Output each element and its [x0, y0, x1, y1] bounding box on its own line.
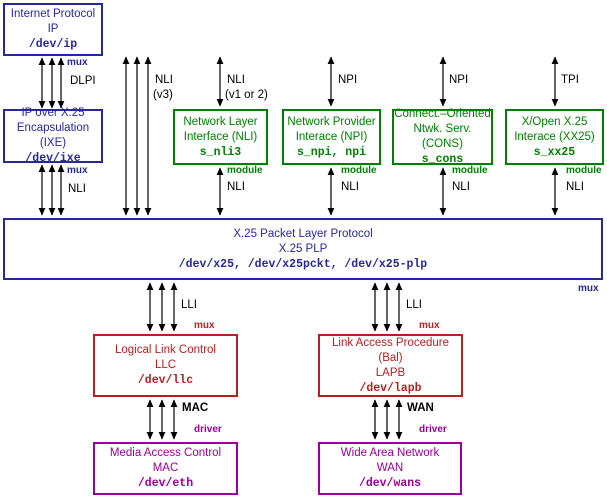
box-line: Network Provider — [287, 115, 376, 128]
label-module-nli: module — [227, 165, 263, 176]
label-module-npi: module — [341, 165, 377, 176]
label-lli-lapb: LLI — [406, 299, 422, 311]
box-device-path: s_nli3 — [199, 145, 242, 159]
label-nli-v12-version: (v1 or 2) — [225, 89, 268, 101]
label-mux-llc: mux — [194, 320, 215, 331]
box-line: Connect.–Oriented — [394, 108, 491, 120]
box-line: LLC — [154, 359, 177, 371]
box-xopen-x25-interface-xx25: X/Open X.25 Interace (XX25) s_xx25 — [505, 109, 604, 165]
box-line: X.25 PLP — [278, 242, 328, 255]
box-line: IP over X.25 — [21, 107, 85, 119]
arrow-llc-mac — [146, 399, 178, 440]
box-line: Media Access Control — [109, 447, 222, 459]
box-line: Link Access Procedure (Bal) — [332, 336, 449, 364]
box-device-path: /dev/lapb — [359, 381, 422, 395]
arrow-nli-v3-long — [122, 56, 152, 216]
arrow-ixe-plp — [38, 164, 65, 216]
label-mux-ixe-plp: mux — [67, 165, 88, 176]
label-nli-v3: NLI — [155, 74, 173, 86]
label-nli-v12: NLI — [227, 74, 245, 86]
box-media-access-control-mac: Media Access Control MAC /dev/eth — [93, 442, 238, 495]
arrow-lapb-wan — [371, 399, 403, 440]
box-line: Interace (XX25) — [514, 130, 595, 143]
box-connection-oriented-network-service-cons: Connect.–Oriented Ntwk. Serv. (CONS) s_c… — [392, 108, 493, 166]
label-nli-v3-version: (v3) — [153, 89, 173, 101]
box-logical-link-control-llc: Logical Link Control LLC /dev/llc — [93, 334, 238, 397]
label-nli-module: NLI — [227, 181, 245, 193]
box-line: Wide Area Network — [340, 447, 440, 459]
box-line: Interace (NPI) — [295, 130, 368, 143]
arrow-plp-llc — [146, 282, 178, 332]
box-internet-protocol: Internet Protocol IP /dev/ip — [3, 3, 103, 56]
box-line: Interface (NLI) — [183, 130, 258, 143]
label-npi-top: NPI — [338, 74, 358, 86]
label-module-cons: module — [452, 165, 488, 176]
box-line: Network Layer — [183, 115, 258, 128]
box-line: Logical Link Control — [114, 344, 216, 356]
label-wan-link: WAN — [407, 402, 434, 414]
box-device-path: /dev/wans — [358, 477, 422, 490]
box-device-path: s_npi, npi — [296, 145, 366, 159]
label-mux-plp: mux — [578, 283, 599, 294]
box-line: MAC — [152, 462, 179, 474]
box-device-path: s_cons — [421, 153, 464, 166]
box-network-layer-interface-nli: Network Layer Interface (NLI) s_nli3 — [173, 109, 268, 165]
box-line: Encapsulation (IXE) — [16, 122, 90, 149]
box-line: Internet Protocol — [10, 8, 96, 20]
label-driver-wan: driver — [419, 424, 447, 435]
label-npi-cons-top: NPI — [449, 74, 469, 86]
label-nli-module: NLI — [452, 181, 470, 193]
box-link-access-procedure-lapb: Link Access Procedure (Bal) LAPB /dev/la… — [318, 334, 463, 397]
box-line: X/Open X.25 — [521, 115, 588, 128]
box-x25-packet-layer-protocol: X.25 Packet Layer Protocol X.25 PLP /dev… — [3, 218, 603, 280]
box-line: WAN — [376, 462, 404, 474]
label-mac-link: MAC — [182, 402, 209, 414]
label-nli-module: NLI — [566, 181, 584, 193]
label-mux-lapb: mux — [419, 320, 440, 331]
label-dlpi: DLPI — [70, 75, 96, 87]
box-line: X.25 Packet Layer Protocol — [233, 227, 373, 240]
box-device-path: /dev/eth — [137, 477, 194, 490]
box-ip-over-x25-ixe: IP over X.25 Encapsulation (IXE) /dev/ix… — [3, 107, 103, 165]
arrow-ip-ixe — [38, 57, 65, 109]
box-device-path: /dev/x25, /dev/x25pckt, /dev/x25-plp — [178, 257, 428, 271]
arrow-plp-lapb — [371, 282, 403, 332]
box-device-path: /dev/llc — [137, 374, 194, 387]
box-line: LAPB — [375, 366, 406, 379]
box-line: IP — [47, 23, 59, 35]
box-network-provider-interface-npi: Network Provider Interace (NPI) s_npi, n… — [282, 109, 381, 165]
label-module-xx25: module — [566, 165, 602, 176]
box-device-path: s_xx25 — [533, 145, 576, 159]
label-driver-mac: driver — [194, 424, 222, 435]
box-wide-area-network-wan: Wide Area Network WAN /dev/wans — [318, 442, 462, 495]
box-device-path: /dev/ixe — [25, 152, 81, 165]
box-line: Ntwk. Serv. (CONS) — [413, 123, 472, 150]
box-device-path: /dev/ip — [28, 38, 78, 51]
label-lli-llc: LLI — [181, 299, 197, 311]
label-tpi-top: TPI — [561, 74, 579, 86]
label-nli-module: NLI — [341, 181, 359, 193]
label-nli-ixe-plp: NLI — [68, 183, 86, 195]
label-mux-ip-ixe: mux — [67, 57, 88, 68]
